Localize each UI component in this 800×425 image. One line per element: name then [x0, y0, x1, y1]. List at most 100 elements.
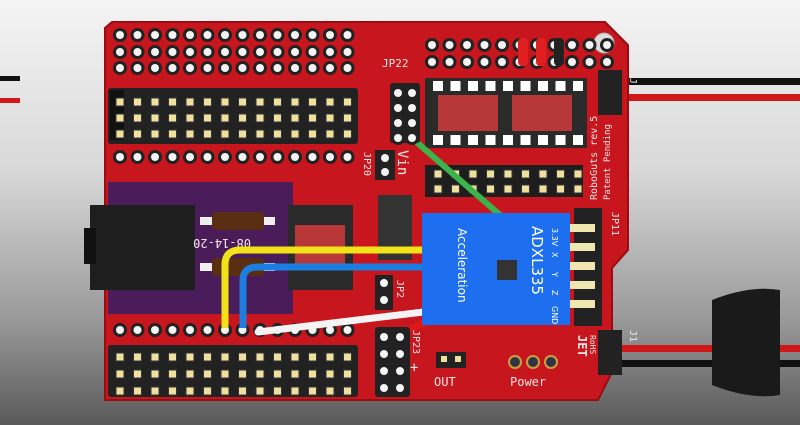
pin — [433, 184, 443, 194]
hole — [408, 134, 416, 142]
pin — [503, 169, 513, 179]
rohs-label: RoHS — [588, 335, 597, 354]
pin — [203, 97, 212, 107]
pin — [255, 352, 265, 362]
out-header — [436, 352, 466, 368]
pin — [521, 169, 530, 179]
pin — [308, 113, 317, 123]
accelerometer-chip — [497, 260, 517, 280]
hole — [326, 153, 334, 161]
jp11-label: JP11 — [609, 212, 620, 236]
hole — [273, 64, 282, 72]
pin — [290, 113, 300, 123]
pin — [185, 386, 195, 396]
hole — [116, 64, 124, 72]
pin — [343, 97, 352, 107]
pin — [486, 169, 495, 179]
hole — [343, 31, 352, 39]
pin — [168, 113, 177, 123]
hole — [445, 58, 454, 66]
hole — [256, 153, 264, 161]
hole — [221, 153, 229, 161]
jp2-label: JP2 — [394, 280, 405, 298]
date-label: 08-14-20 — [193, 236, 251, 250]
pin — [290, 97, 300, 107]
hole — [308, 64, 317, 72]
pin — [255, 386, 265, 396]
pin — [273, 97, 282, 107]
hole — [394, 134, 402, 142]
female-header-bottom — [108, 345, 358, 397]
pin — [168, 369, 177, 379]
hole — [308, 153, 317, 161]
pin — [115, 386, 125, 396]
hole — [238, 153, 247, 161]
hole — [394, 89, 402, 97]
pin — [168, 386, 177, 396]
hole — [168, 31, 177, 39]
hole — [396, 333, 404, 341]
hole — [308, 48, 317, 56]
pin — [290, 129, 300, 139]
socket-pin — [538, 81, 548, 91]
green-wire — [402, 129, 503, 218]
pin — [185, 129, 195, 139]
pin — [203, 369, 212, 379]
pin — [150, 369, 160, 379]
hole — [133, 48, 142, 56]
hole — [133, 326, 142, 334]
pin — [168, 129, 177, 139]
hole — [256, 64, 264, 72]
pin — [133, 352, 142, 362]
j1-bottom-header — [598, 330, 622, 375]
pin — [325, 113, 335, 123]
hole — [498, 41, 506, 49]
socket-pin — [450, 81, 461, 91]
hole — [394, 104, 402, 112]
hole — [133, 64, 142, 72]
socket-pin — [503, 81, 513, 91]
resistor — [554, 38, 564, 66]
pin — [308, 386, 317, 396]
pin — [220, 97, 230, 107]
power-terminal — [508, 355, 522, 369]
pin — [133, 97, 142, 107]
hole — [116, 48, 124, 56]
hole — [396, 367, 404, 375]
socket-pin — [520, 81, 531, 91]
pin — [343, 386, 352, 396]
hole — [168, 48, 177, 56]
hole — [380, 367, 388, 375]
pin — [168, 97, 177, 107]
pin — [308, 129, 317, 139]
hole — [273, 31, 282, 39]
resistor-body — [212, 212, 264, 230]
dc-jack-barrel — [84, 228, 96, 264]
hole — [343, 326, 352, 334]
hole — [603, 58, 611, 66]
hole — [408, 119, 416, 127]
pin-label-y: Y — [550, 271, 559, 277]
hole — [291, 64, 299, 72]
dc-jack — [90, 205, 195, 290]
left-black-cable — [0, 76, 20, 81]
hole — [428, 41, 436, 49]
hole — [380, 384, 388, 392]
jp20-label: JP20 — [361, 152, 372, 176]
pin — [238, 97, 247, 107]
j1-top-header — [598, 70, 622, 115]
pin — [273, 352, 282, 362]
socket-pin — [503, 135, 513, 145]
pin — [220, 113, 230, 123]
hole — [343, 153, 352, 161]
hole — [221, 64, 229, 72]
hole — [203, 31, 212, 39]
pin — [325, 369, 335, 379]
hole — [221, 31, 229, 39]
j1-top-label: J1 — [627, 78, 638, 90]
socket-pin — [573, 81, 583, 91]
hole — [186, 48, 194, 56]
hole — [463, 58, 471, 66]
hole — [291, 153, 299, 161]
